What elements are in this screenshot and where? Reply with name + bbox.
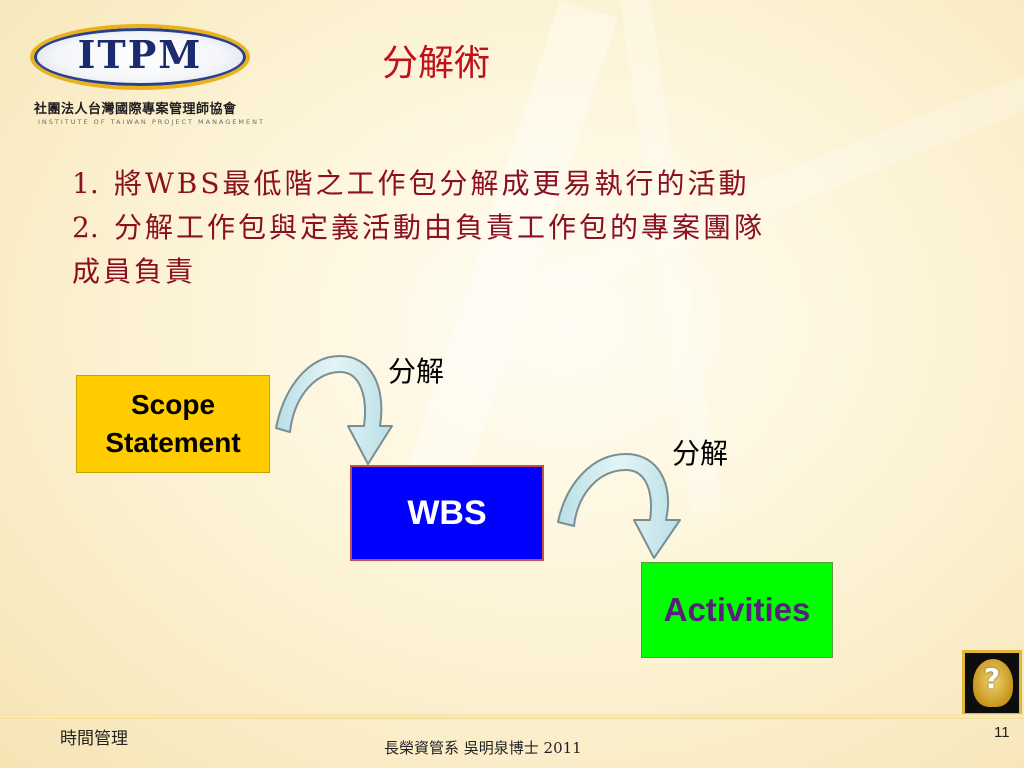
logo-org-english: INSTITUTE OF TAIWAN PROJECT MANAGEMENT (38, 118, 265, 126)
scope-label-line1: Scope (130, 389, 216, 420)
footer-author: 長榮資管系 吳明泉博士 2011 (384, 739, 582, 757)
bullet-list: 1. 將WBS最低階之工作包分解成更易執行的活動 2. 分解工作包與定義活動由負責工… (72, 162, 972, 294)
bullet-number: 1. (72, 167, 99, 200)
slide-title: 分解術 (382, 43, 491, 84)
question-mark-glyph: ? (983, 662, 1001, 695)
footer-divider (0, 718, 1024, 719)
footer-section-title: 時間管理 (60, 729, 128, 749)
scope-label-line2: Statement (105, 427, 241, 458)
itpm-logo: ITPM 社團法人台灣國際專案管理師協會 INSTITUTE OF TAIWAN… (22, 18, 263, 128)
logo-text: ITPM (77, 32, 203, 77)
footer-band (0, 714, 1024, 720)
activities-label: Activities (663, 591, 811, 628)
help-question-icon[interactable]: ? (962, 650, 1022, 716)
logo-org-chinese: 社團法人台灣國際專案管理師協會 (34, 102, 237, 117)
bullet-number: 2. (72, 211, 99, 244)
wbs-label: WBS (407, 493, 487, 532)
bullet-text: 分解工作包與定義活動由負責工作包的專案團隊 (114, 211, 766, 244)
logo-oval (30, 24, 250, 90)
wbs-box: WBS (350, 465, 544, 561)
head-silhouette (973, 659, 1013, 707)
bullet-item-2: 2. 分解工作包與定義活動由負責工作包的專案團隊 (72, 206, 972, 250)
bullet-text: 將WBS最低階之工作包分解成更易執行的活動 (114, 167, 750, 200)
decompose-label-2: 分解 (672, 437, 729, 470)
curved-arrow-icon (275, 355, 393, 465)
page-number: 11 (994, 724, 1010, 741)
scope-statement-box: Scope Statement (76, 375, 270, 473)
decompose-label-1: 分解 (388, 355, 445, 388)
bullet-item-2-continuation: 成員負責 (72, 255, 197, 288)
bullet-item-1: 1. 將WBS最低階之工作包分解成更易執行的活動 (72, 162, 972, 206)
curved-arrow-icon (557, 453, 681, 559)
activities-box: Activities (641, 562, 833, 658)
